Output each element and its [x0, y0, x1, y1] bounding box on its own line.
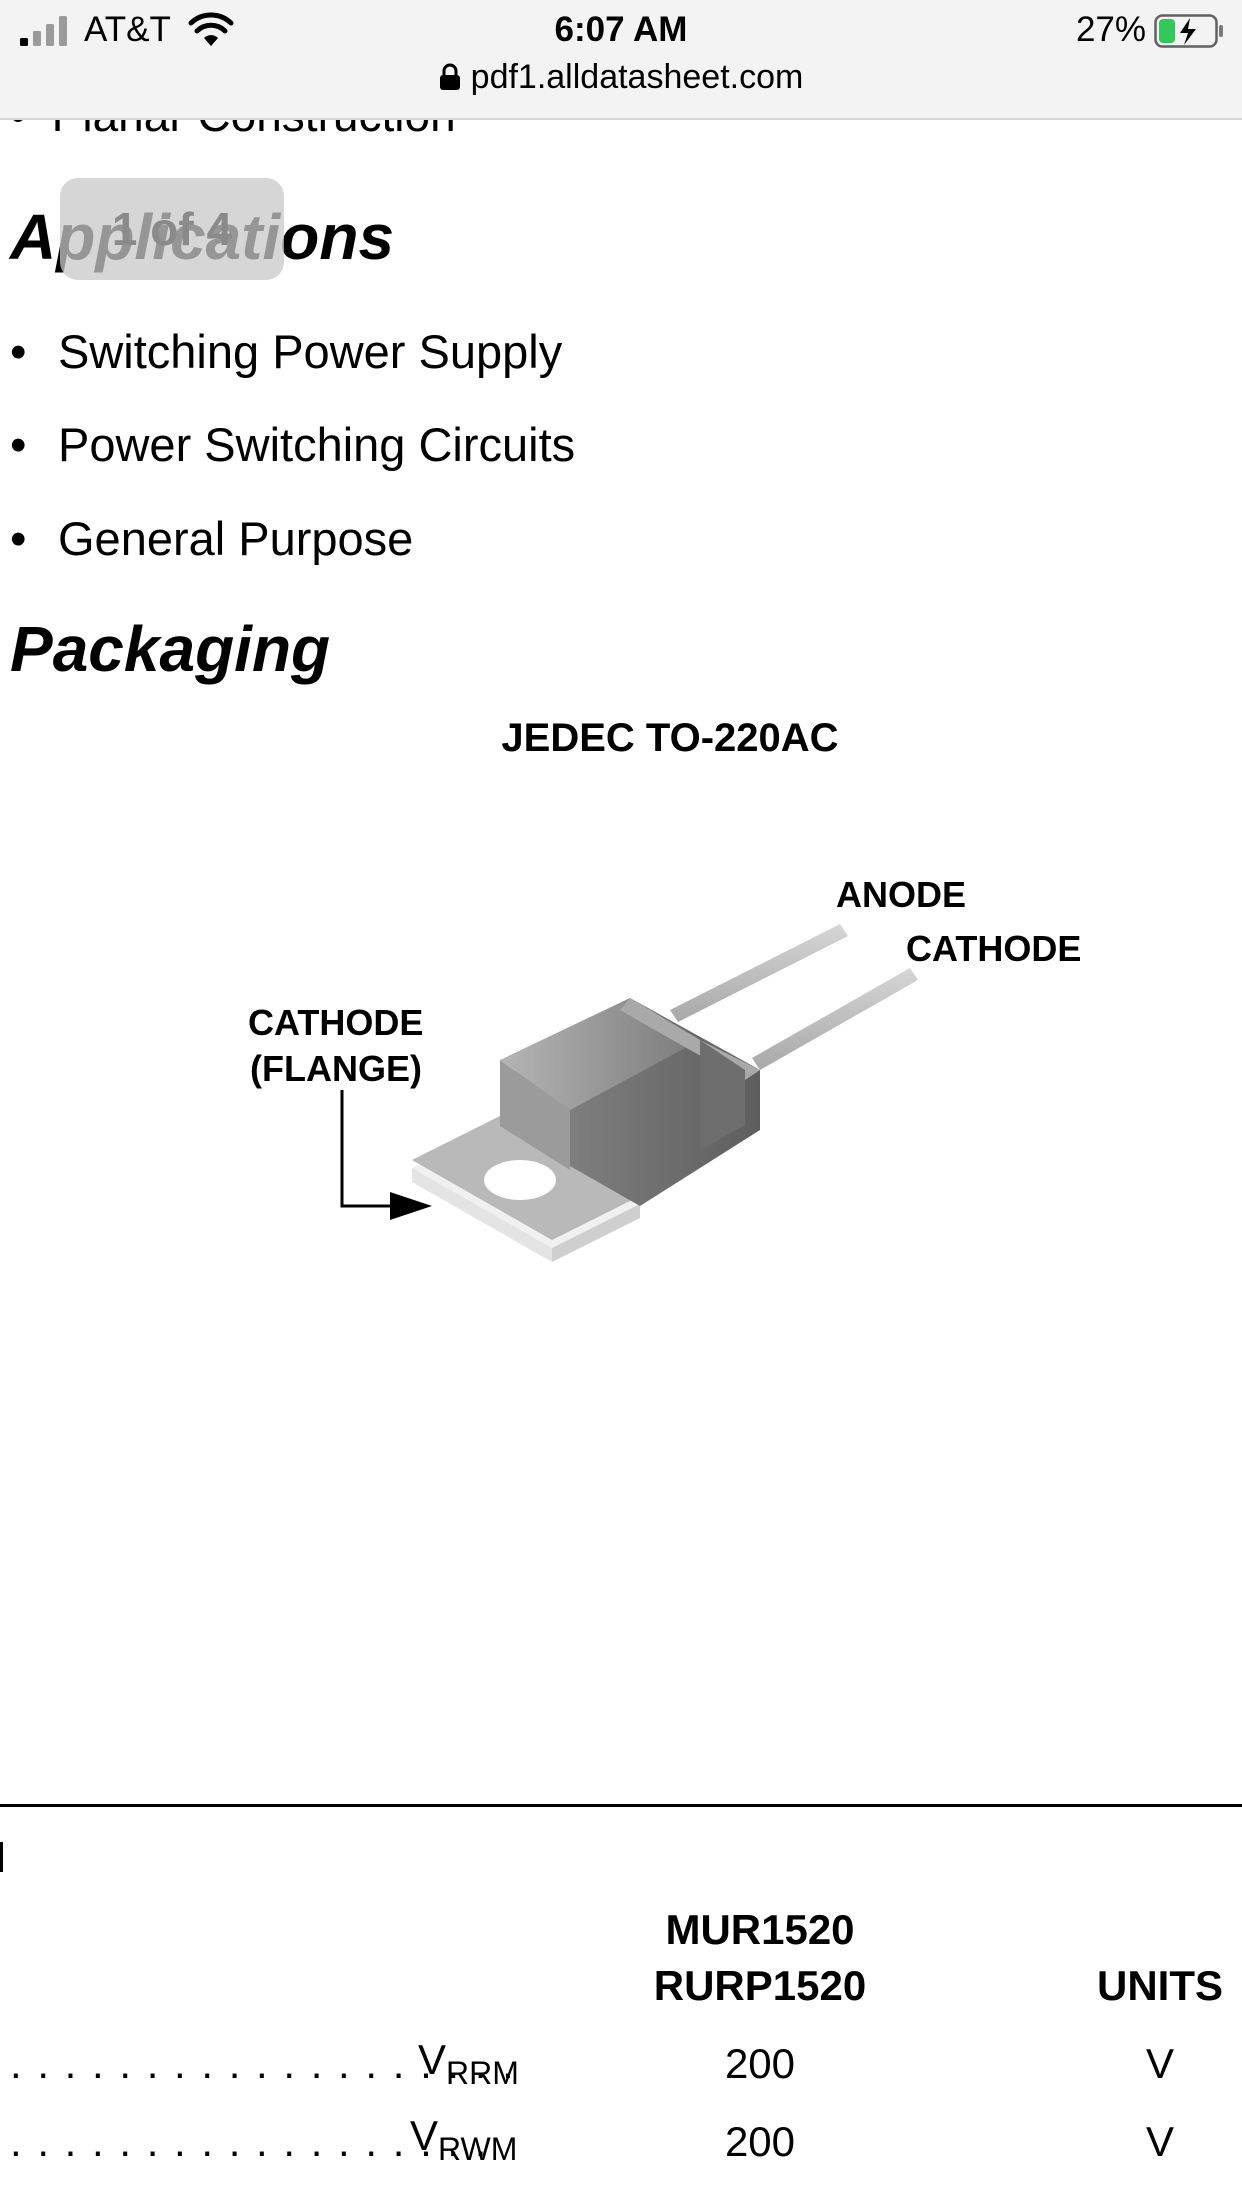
- anode-label: ANODE: [836, 874, 967, 915]
- battery-charging-icon: [1154, 14, 1223, 48]
- cropped-text-fragment: [0, 1842, 3, 1872]
- wifi-icon: [188, 12, 234, 46]
- unit-cell: V: [1145, 2118, 1174, 2165]
- parameter-symbol: VRRM: [418, 2036, 519, 2091]
- cathode-flange-label-line2: (FLANGE): [250, 1048, 422, 1089]
- unit-cell: V: [1145, 2040, 1174, 2087]
- value-cell: 200: [724, 2040, 796, 2087]
- carrier-name: AT&T: [84, 10, 171, 49]
- value-cell: 200: [724, 2118, 796, 2165]
- parameter-symbol: VRWM: [410, 2112, 518, 2167]
- status-bar: AT&T 6:07 AM 27% pdf1.alldatasheet.com: [0, 0, 1242, 120]
- table-header-part2: RURP1520: [653, 1962, 867, 2009]
- package-title: JEDEC TO-220AC: [501, 716, 839, 760]
- cathode-flange-label-line1: CATHODE: [248, 1002, 424, 1043]
- application-item: General Purpose: [58, 512, 414, 565]
- lock-icon: [439, 63, 460, 90]
- battery-percent: 27%: [1075, 10, 1146, 49]
- clock: 6:07 AM: [554, 10, 688, 49]
- table-header-part1: MUR1520: [665, 1906, 855, 1953]
- bullet-dot: •: [10, 418, 27, 471]
- cellular-signal-icon: [20, 16, 67, 46]
- table-header-units: UNITS: [1097, 1962, 1223, 2009]
- url-text: pdf1.alldatasheet.com: [470, 58, 804, 96]
- application-item: Switching Power Supply: [58, 325, 563, 378]
- cathode-label: CATHODE: [906, 928, 1082, 969]
- leader-dots: . . . . . . . . . . . . . . . . . . .: [10, 2040, 516, 2087]
- table-rule: [0, 1804, 1242, 1807]
- application-item: Power Switching Circuits: [58, 418, 576, 471]
- packaging-heading: Packaging: [10, 613, 331, 685]
- bullet-dot: •: [10, 512, 27, 565]
- leader-dots: . . . . . . . . . . . . . . . . . .: [10, 2118, 489, 2165]
- bullet-dot: •: [10, 325, 27, 378]
- address-bar[interactable]: pdf1.alldatasheet.com: [0, 58, 1242, 97]
- page-indicator: 1 of 4: [60, 178, 284, 280]
- to220-package-illustration: [340, 924, 918, 1262]
